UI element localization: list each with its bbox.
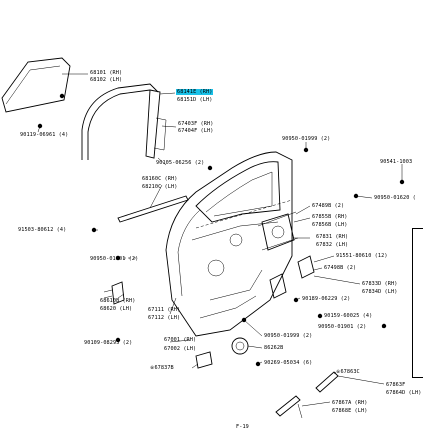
part-label[interactable]: 67867A (RH) [332, 400, 368, 406]
part-label[interactable]: 90950-01901 (2) [90, 256, 139, 262]
part-label[interactable]: 67833D (RH) [362, 281, 398, 287]
part-label[interactable]: 67855B (RH) [312, 214, 348, 220]
part-label[interactable]: 90159-60025 (4) [324, 313, 373, 319]
part-label[interactable]: 90109-08295 (2) [84, 340, 133, 346]
part-label[interactable]: 90541-1003 [380, 159, 413, 165]
figure-reference: F-19 [236, 424, 249, 430]
speaker[interactable] [231, 337, 249, 355]
part-label[interactable]: 68160C (RH) [142, 176, 178, 182]
part-label[interactable]: 67404F (LH) [178, 128, 214, 134]
part-label[interactable]: 68210C (LH) [142, 184, 178, 190]
door-glass[interactable] [1, 57, 71, 113]
part-label[interactable]: 90119-06961 (4) [20, 132, 69, 138]
part-label[interactable]: 67863F [386, 382, 406, 388]
part-label[interactable]: 68610B (RH) [100, 298, 136, 304]
part-label[interactable]: 67002 (LH) [164, 346, 197, 352]
part-label[interactable]: 90269-05034 (6) [264, 360, 313, 366]
part-label[interactable]: 67832 (LH) [316, 242, 349, 248]
belt-moulding[interactable] [117, 195, 189, 223]
part-label[interactable]: 68620 (LH) [100, 306, 133, 312]
part-label[interactable]: 86262B [264, 345, 284, 351]
part-label[interactable]: 91551-80610 (12) [336, 253, 388, 259]
weatherstrip-lower[interactable] [275, 371, 339, 419]
group-bracket [412, 228, 423, 378]
part-label[interactable]: 91503-80612 (4) [18, 227, 67, 233]
part-label[interactable]: 68102 (LH) [90, 77, 123, 83]
part-label[interactable]: 67403F (RH) [178, 121, 214, 127]
door-hinge[interactable] [103, 281, 125, 305]
part-label[interactable]: 67112 (LH) [148, 315, 181, 321]
division-bar-channel[interactable] [145, 89, 167, 159]
part-label[interactable]: 90950-01999 (2) [264, 333, 313, 339]
part-label[interactable]: 67489B (2) [312, 203, 345, 209]
part-label[interactable]: 67498B (2) [324, 265, 357, 271]
part-label[interactable]: ※67863C [336, 369, 360, 375]
part-label[interactable]: 67868E (LH) [332, 408, 368, 414]
leader-lines [37, 73, 403, 407]
part-label[interactable]: 90189-06229 (2) [302, 296, 351, 302]
part-label[interactable]: 67834D (LH) [362, 289, 398, 295]
door-check[interactable] [195, 351, 213, 369]
part-label[interactable]: 68101 (RH) [90, 70, 123, 76]
part-label[interactable]: 67831 (RH) [316, 234, 349, 240]
part-label[interactable]: 90950-01999 (2) [282, 136, 331, 142]
part-label[interactable]: ※67837B [150, 365, 174, 371]
part-label[interactable]: 68151D (LH) [177, 97, 213, 103]
part-label-highlighted[interactable]: 68141E (RH) [176, 89, 214, 95]
window-regulator[interactable] [257, 211, 299, 251]
door-panel[interactable] [165, 151, 293, 337]
part-label[interactable]: 67856B (LH) [312, 222, 348, 228]
glass-run-channel[interactable] [81, 83, 159, 160]
part-label[interactable]: 67864D (LH) [386, 390, 422, 396]
door-lock-assembly[interactable] [269, 255, 315, 299]
part-label[interactable]: 67111 (RH) [148, 307, 181, 313]
part-label[interactable]: 90950-01901 (2) [318, 324, 367, 330]
part-label[interactable]: 67001 (RH) [164, 337, 197, 343]
part-label[interactable]: 90950-01620 ( [374, 195, 416, 201]
part-label[interactable]: 90105-06256 (2) [156, 160, 205, 166]
